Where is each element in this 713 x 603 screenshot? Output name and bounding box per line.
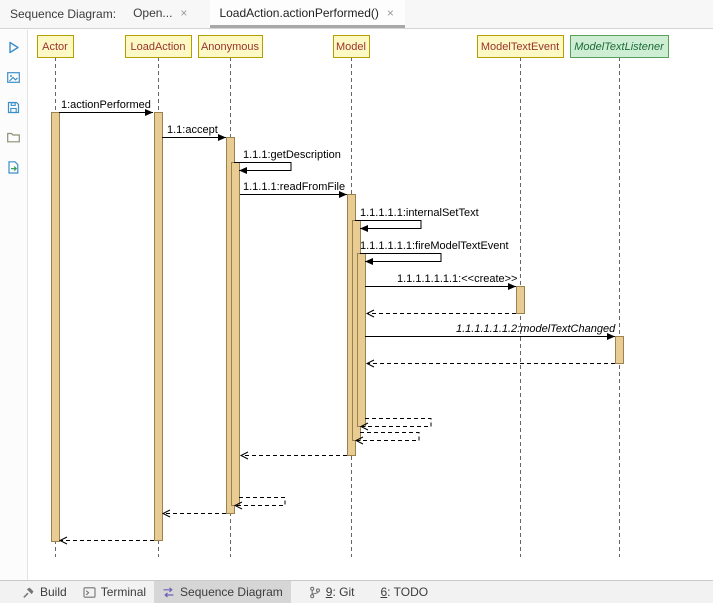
close-icon[interactable]: × xyxy=(180,5,188,20)
open-arrowhead xyxy=(354,436,364,445)
self-return-line[interactable] xyxy=(235,497,286,506)
participant-box-loadaction[interactable] xyxy=(125,35,192,58)
run-button[interactable] xyxy=(3,37,24,58)
statusbar-build-label: Build xyxy=(40,585,67,599)
self-call-line[interactable] xyxy=(360,253,442,262)
participant-name: ModelTextListener xyxy=(574,41,665,53)
export-text-icon xyxy=(8,161,19,174)
folder-icon xyxy=(7,132,20,143)
activation-bar[interactable] xyxy=(357,253,366,427)
todo-rest: : TODO xyxy=(387,585,429,599)
filled-arrowhead xyxy=(508,283,516,290)
terminal-icon xyxy=(83,586,96,598)
hammer-icon xyxy=(23,587,34,598)
statusbar-terminal-label: Terminal xyxy=(100,585,147,599)
todo-mnemonic: 6 xyxy=(380,585,388,599)
sequence-diagram-icon xyxy=(163,586,174,597)
open-button[interactable] xyxy=(3,127,24,148)
statusbar-build[interactable]: Build xyxy=(14,581,75,603)
participant-box-model[interactable] xyxy=(333,35,370,58)
open-arrowhead xyxy=(58,536,68,545)
filled-arrowhead xyxy=(145,109,153,116)
status-bar: Build Terminal Sequence Diagram 9: Git 6… xyxy=(0,580,713,603)
message-label[interactable]: 1.1.1:getDescription xyxy=(243,149,341,161)
diagram-area: Actor LoadAction Anonymous Model ModelTextEv… xyxy=(29,30,713,580)
filled-arrowhead xyxy=(239,167,247,174)
filled-arrowhead xyxy=(365,258,373,265)
statusbar-sequence-diagram[interactable]: Sequence Diagram xyxy=(154,581,291,603)
activation-bar[interactable] xyxy=(516,286,525,314)
activation-bar[interactable] xyxy=(51,112,60,542)
activation-bar[interactable] xyxy=(615,336,624,364)
tab-label: Open... xyxy=(133,5,173,20)
open-arrowhead xyxy=(365,359,375,368)
run-icon xyxy=(9,41,19,54)
statusbar-terminal[interactable]: Terminal xyxy=(75,581,154,603)
sequence-diagram-canvas[interactable]: Actor LoadAction Anonymous Model ModelTextEv… xyxy=(29,30,713,580)
message-label[interactable]: 1.1.1.1.1.1:fireModelTextEvent xyxy=(360,240,509,252)
activation-bar[interactable] xyxy=(231,162,240,506)
git-mnemonic: 9 xyxy=(325,585,333,599)
message-label[interactable]: 1.1.1.1.1:internalSetText xyxy=(360,207,479,219)
open-arrowhead xyxy=(233,501,243,510)
open-arrowhead xyxy=(365,309,375,318)
tab-open[interactable]: Open... × xyxy=(124,0,198,28)
filled-arrowhead xyxy=(607,333,615,340)
participant-box-modeltextevent[interactable] xyxy=(477,35,564,58)
git-rest: : Git xyxy=(332,585,355,599)
filled-arrowhead xyxy=(218,134,226,141)
statusbar-todo[interactable]: 6: TODO xyxy=(372,581,436,603)
open-arrowhead xyxy=(161,509,171,518)
statusbar-git-label: 9: Git xyxy=(326,585,355,599)
filled-arrowhead xyxy=(339,191,347,198)
open-arrowhead xyxy=(239,451,249,460)
tab-loadaction-actionperformed[interactable]: LoadAction.actionPerformed() × xyxy=(210,0,405,28)
filled-arrowhead xyxy=(360,225,368,232)
participant-name: Actor xyxy=(42,41,68,53)
message-label[interactable]: 1.1.1.1.1.1.2:modelTextChanged xyxy=(456,323,616,335)
participant-name: Model xyxy=(336,41,366,53)
export-image-icon xyxy=(7,72,20,83)
export-image-button[interactable] xyxy=(3,67,24,88)
save-icon xyxy=(7,101,20,114)
message-label[interactable]: 1.1.1.1:readFromFile xyxy=(243,181,345,193)
statusbar-git[interactable]: 9: Git xyxy=(301,581,363,603)
open-arrowhead xyxy=(359,422,369,431)
participant-box-anonymous[interactable] xyxy=(198,35,263,58)
self-return-line[interactable] xyxy=(361,418,432,427)
tab-bar: Sequence Diagram: Open... × LoadAction.a… xyxy=(0,0,713,29)
statusbar-todo-label: 6: TODO xyxy=(380,585,428,599)
tab-label: LoadAction.actionPerformed() xyxy=(219,5,379,20)
save-button[interactable] xyxy=(3,97,24,118)
participant-name: LoadAction xyxy=(130,41,185,53)
left-toolbar xyxy=(0,30,28,580)
activation-bar[interactable] xyxy=(154,112,163,541)
participant-name: Anonymous xyxy=(201,41,260,53)
message-label[interactable]: 1:actionPerformed xyxy=(61,99,151,111)
tool-window-title: Sequence Diagram: xyxy=(10,7,117,21)
participant-box-actor[interactable] xyxy=(37,35,74,58)
self-return-line[interactable] xyxy=(356,432,420,441)
participant-box-modeltextlistener[interactable] xyxy=(570,35,669,58)
export-text-button[interactable] xyxy=(3,157,24,178)
statusbar-sequence-label: Sequence Diagram xyxy=(180,585,283,599)
self-call-line[interactable] xyxy=(234,162,292,171)
git-branch-icon xyxy=(309,586,320,598)
self-call-line[interactable] xyxy=(355,220,422,229)
message-label[interactable]: 1.1.1.1.1.1.1:<<create>> xyxy=(397,273,517,285)
close-icon[interactable]: × xyxy=(386,5,394,20)
participant-name: ModelTextEvent xyxy=(481,41,559,53)
message-label[interactable]: 1.1:accept xyxy=(167,124,218,136)
